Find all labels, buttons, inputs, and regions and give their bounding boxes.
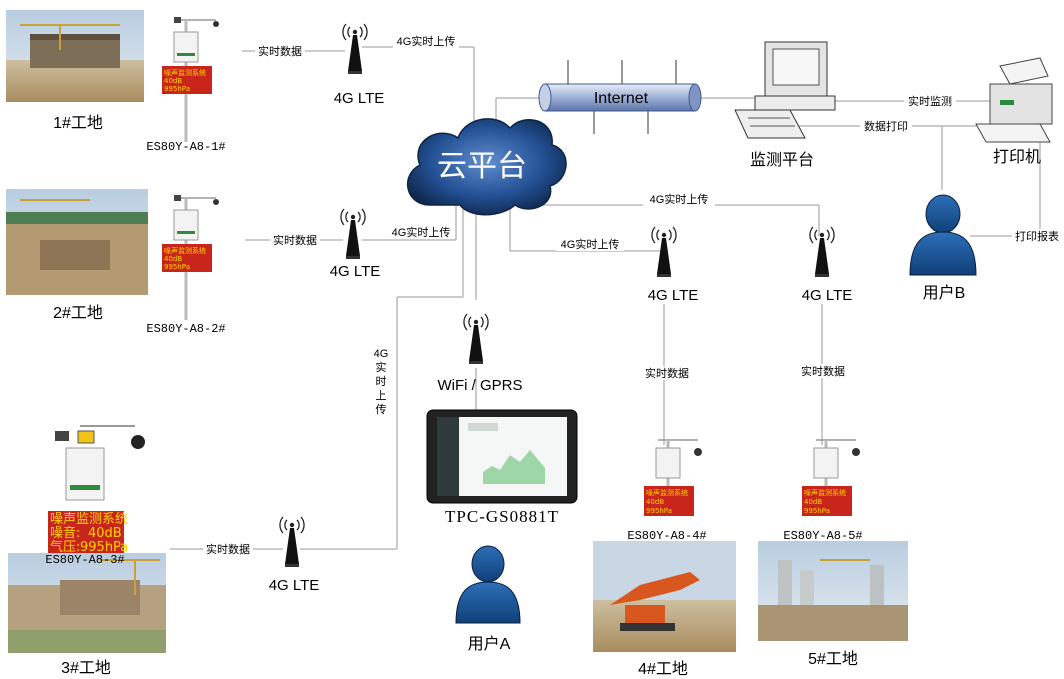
antenna-icon [809, 226, 835, 278]
link-label-upload-5: 4G实时上传 [650, 192, 709, 206]
led-title: 噪声监测系统 [646, 488, 688, 497]
led-title: 噪声监测系统 [164, 246, 206, 255]
site-photo-2 [6, 189, 148, 295]
antenna-label-5: 4G LTE [802, 287, 853, 304]
antenna-label-1: 4G LTE [334, 90, 385, 107]
vertical-label-part-3: 时 [376, 375, 387, 388]
led-title: 噪声监测系统 [50, 512, 128, 527]
led-line1: 40dB [646, 498, 664, 506]
link-label-realtime-monitor: 实时监测 [908, 94, 952, 108]
vertical-label-part-5: 传 [376, 403, 387, 416]
site-3-label: 3#工地 [61, 659, 111, 677]
vertical-label-part-4: 上 [376, 389, 387, 402]
vertical-label-part-1: 4G [374, 348, 389, 360]
tablet-model-label: TPC-GS0881T [445, 507, 559, 526]
link-label-print-report: 打印报表 [1015, 229, 1059, 243]
led-line2-label: 气压: [50, 539, 80, 555]
user-b-label: 用户B [923, 284, 966, 302]
site-2-label: 2#工地 [53, 304, 103, 322]
printer-icon [975, 57, 1053, 143]
site-photo-4 [593, 541, 736, 652]
led-line1: 40dB [804, 498, 822, 506]
site-5-label: 5#工地 [808, 650, 858, 668]
link-label-upload-1: 4G实时上传 [397, 34, 456, 48]
device-1-label: ES80Y-A8-1# [146, 140, 225, 154]
led-line2: 995hPa [164, 263, 190, 271]
antenna-icon [651, 226, 677, 278]
antenna-icon [463, 313, 489, 365]
antenna-label-4: 4G LTE [648, 287, 699, 304]
led-title: 噪声监测系统 [164, 68, 206, 77]
user-a-icon [455, 545, 521, 624]
site-4-label: 4#工地 [638, 660, 688, 678]
vertical-label-part-2: 实 [376, 360, 387, 374]
cloud-icon: 云平台 [406, 118, 567, 216]
antenna-label-2: 4G LTE [330, 263, 381, 280]
led-line2: 995hPa [164, 85, 190, 93]
cloud-label: 云平台 [437, 150, 527, 183]
monitoring-device-3: 噪声监测系统 噪音: 40dB 气压: 995hPa [48, 425, 145, 555]
link-label-realtime-data-5: 实时数据 [801, 364, 845, 378]
led-line1-label: 噪音: [50, 525, 80, 541]
device-5-label: ES80Y-A8-5# [783, 529, 862, 543]
led-line2-value: 995hPa [80, 540, 128, 555]
user-b-icon [909, 194, 977, 276]
antenna-label-3: 4G LTE [269, 577, 320, 594]
led-title: 噪声监测系统 [804, 488, 846, 497]
tablet-icon [426, 409, 578, 504]
device-4-label: ES80Y-A8-4# [627, 529, 706, 543]
link-label-realtime-data-3: 实时数据 [206, 542, 250, 556]
monitor-platform-label: 监测平台 [750, 151, 814, 169]
computer-icon [734, 41, 836, 139]
device-2-label: ES80Y-A8-2# [146, 322, 225, 336]
internet-bus: Internet [538, 60, 702, 134]
led-line2: 995hPa [646, 507, 672, 515]
monitoring-device-5: 噪声监测系统 40dB 995hPa [802, 439, 860, 516]
internet-label: Internet [594, 90, 649, 107]
led-line1-value: 40dB [88, 526, 122, 541]
site-photo-3 [8, 553, 166, 653]
user-a-label: 用户A [468, 635, 511, 653]
led-line1: 40dB [164, 255, 182, 263]
link-label-upload-4: 4G实时上传 [561, 237, 620, 251]
led-line2: 995hPa [804, 507, 830, 515]
device-3-label: ES80Y-A8-3# [45, 553, 124, 567]
link-label-realtime-data-1: 实时数据 [258, 44, 302, 58]
antenna-icon [279, 516, 305, 568]
link-label-realtime-data-4: 实时数据 [645, 366, 689, 380]
site-photo-5 [758, 541, 908, 641]
link-label-data-print: 数据打印 [864, 119, 908, 133]
link-label-upload-2: 4G实时上传 [392, 225, 451, 239]
led-line1: 40dB [164, 77, 182, 85]
printer-label: 打印机 [993, 148, 1041, 166]
antenna-icon [342, 23, 368, 75]
antenna-icon [340, 208, 366, 260]
monitoring-device-2: 噪声监测系统 40dB 995hPa [160, 193, 221, 322]
link-label-realtime-data-2: 实时数据 [273, 233, 317, 247]
monitoring-device-4: 噪声监测系统 40dB 995hPa [644, 439, 702, 516]
gateway-label: WiFi / GPRS [438, 377, 523, 394]
site-1-label: 1#工地 [53, 114, 103, 132]
monitoring-device-1: 噪声监测系统 40dB 995hPa [160, 15, 221, 144]
site-photo-1 [6, 10, 144, 102]
